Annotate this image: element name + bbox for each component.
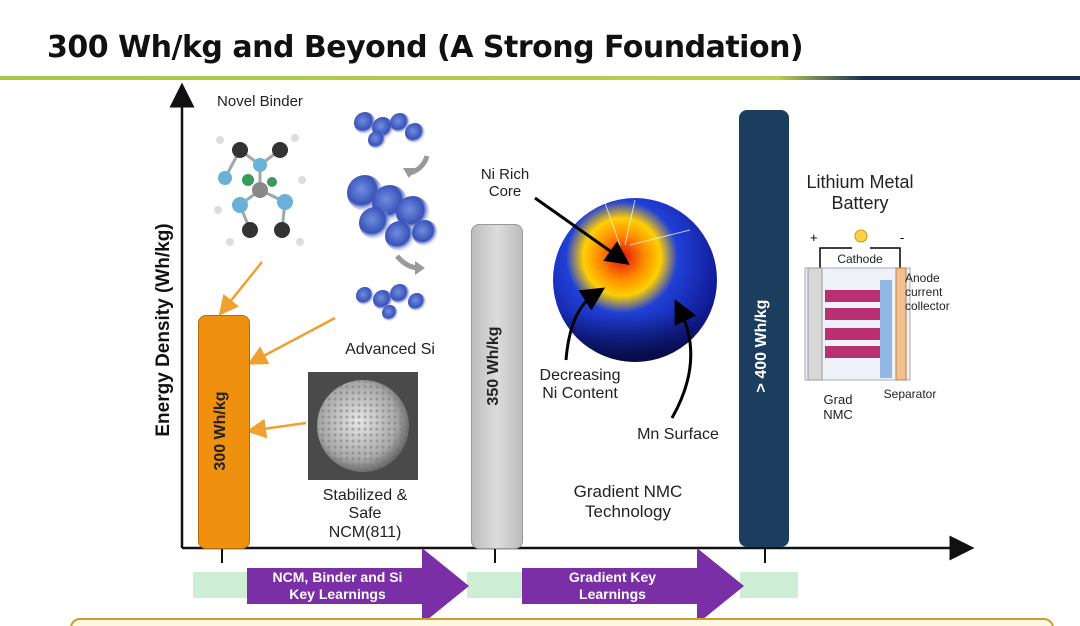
lithium-metal-label: Lithium Metal Battery bbox=[790, 172, 930, 213]
decreasing-line-1: Decreasing bbox=[539, 367, 621, 384]
stabilized-line-2: Safe bbox=[348, 505, 382, 523]
lithium-metal-line-1: Lithium Metal bbox=[806, 172, 914, 192]
bar-350 bbox=[471, 224, 523, 549]
decreasing-line-2: Ni Content bbox=[542, 385, 618, 403]
lithium-metal-line-2: Battery bbox=[831, 192, 889, 213]
silicon-particles-image bbox=[347, 112, 438, 321]
ni-rich-line-1: Ni Rich bbox=[480, 166, 530, 183]
learnings-arrow-1 bbox=[247, 548, 469, 624]
anode-line-1: Anode bbox=[905, 271, 940, 285]
decreasing-label: Decreasing Ni Content bbox=[525, 367, 635, 404]
ni-rich-line-2: Core bbox=[488, 183, 522, 201]
grad-nmc-line-1: Grad bbox=[823, 392, 853, 407]
timeline-box bbox=[193, 572, 251, 598]
arrow2-line-2: Learnings bbox=[579, 585, 646, 602]
orange-arrow bbox=[246, 418, 307, 439]
learnings-arrow-2 bbox=[522, 548, 744, 624]
ni-rich-label: Ni Rich Core bbox=[465, 166, 545, 201]
novel-binder-label: Novel Binder bbox=[217, 93, 303, 110]
orange-arrow bbox=[247, 316, 336, 365]
grad-nmc-line-2: NMC bbox=[823, 406, 853, 422]
anode-label: Anode current collector bbox=[905, 271, 975, 313]
arrow1-line-2: Key Learnings bbox=[289, 585, 386, 602]
mn-surface-label: Mn Surface bbox=[637, 426, 719, 443]
battery-cell-image: + - bbox=[804, 229, 911, 381]
slide-title: 300 Wh/kg and Beyond (A Strong Foundatio… bbox=[47, 30, 804, 65]
separator-label: Separator bbox=[883, 387, 937, 401]
gradient-nmc-line-2: Technology bbox=[584, 501, 671, 521]
stabilized-line-3: NCM(811) bbox=[328, 523, 402, 541]
gradient-nmc-label: Gradient NMC Technology bbox=[548, 482, 708, 521]
learnings-arrow-2-label: Gradient Key Learnings bbox=[525, 569, 700, 603]
stabilized-line-1: Stabilized & bbox=[322, 487, 408, 504]
timeline-box bbox=[740, 572, 798, 598]
anode-line-2: current bbox=[905, 284, 943, 299]
grad-nmc-label: Grad NMC bbox=[808, 392, 868, 423]
bar-400 bbox=[739, 110, 789, 547]
learnings-arrow-1-label: NCM, Binder and Si Key Learnings bbox=[250, 569, 425, 603]
anode-line-3: collector bbox=[905, 298, 950, 313]
cathode-label: Cathode bbox=[837, 252, 883, 266]
arrow1-line-1: NCM, Binder and Si bbox=[272, 569, 403, 585]
orange-arrow bbox=[218, 261, 263, 316]
bar-300 bbox=[198, 315, 250, 549]
svg-text:-: - bbox=[900, 230, 904, 245]
bottom-banner-edge bbox=[70, 618, 1054, 626]
arrow2-line-1: Gradient Key bbox=[568, 569, 657, 585]
molecule-image bbox=[214, 134, 306, 246]
gradient-nmc-line-1: Gradient NMC bbox=[573, 482, 683, 501]
advanced-si-label: Advanced Si bbox=[345, 341, 435, 358]
ncm-sem-image bbox=[308, 372, 418, 480]
title-underline bbox=[0, 76, 1080, 80]
stabilized-label: Stabilized & Safe NCM(811) bbox=[295, 487, 435, 542]
svg-text:+: + bbox=[810, 230, 818, 245]
timeline-box bbox=[467, 572, 525, 598]
